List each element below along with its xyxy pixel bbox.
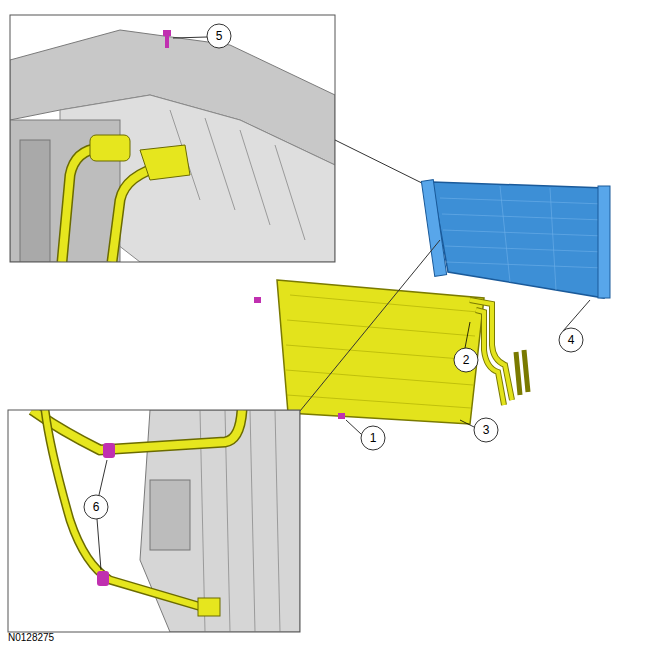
radiator xyxy=(432,182,606,298)
callout-number: 5 xyxy=(207,24,231,48)
condenser xyxy=(277,280,484,424)
callout-number: 6 xyxy=(84,495,108,519)
figure-code: N0128275 xyxy=(8,632,54,643)
callout-number: 1 xyxy=(361,426,385,450)
callout-number: 3 xyxy=(474,418,498,442)
leader-lines xyxy=(97,37,590,570)
callout-circles xyxy=(84,24,583,519)
bottom-inset-art xyxy=(8,410,300,632)
top-inset-art xyxy=(10,15,335,262)
callout-number: 4 xyxy=(559,328,583,352)
callout-number: 2 xyxy=(454,348,478,372)
